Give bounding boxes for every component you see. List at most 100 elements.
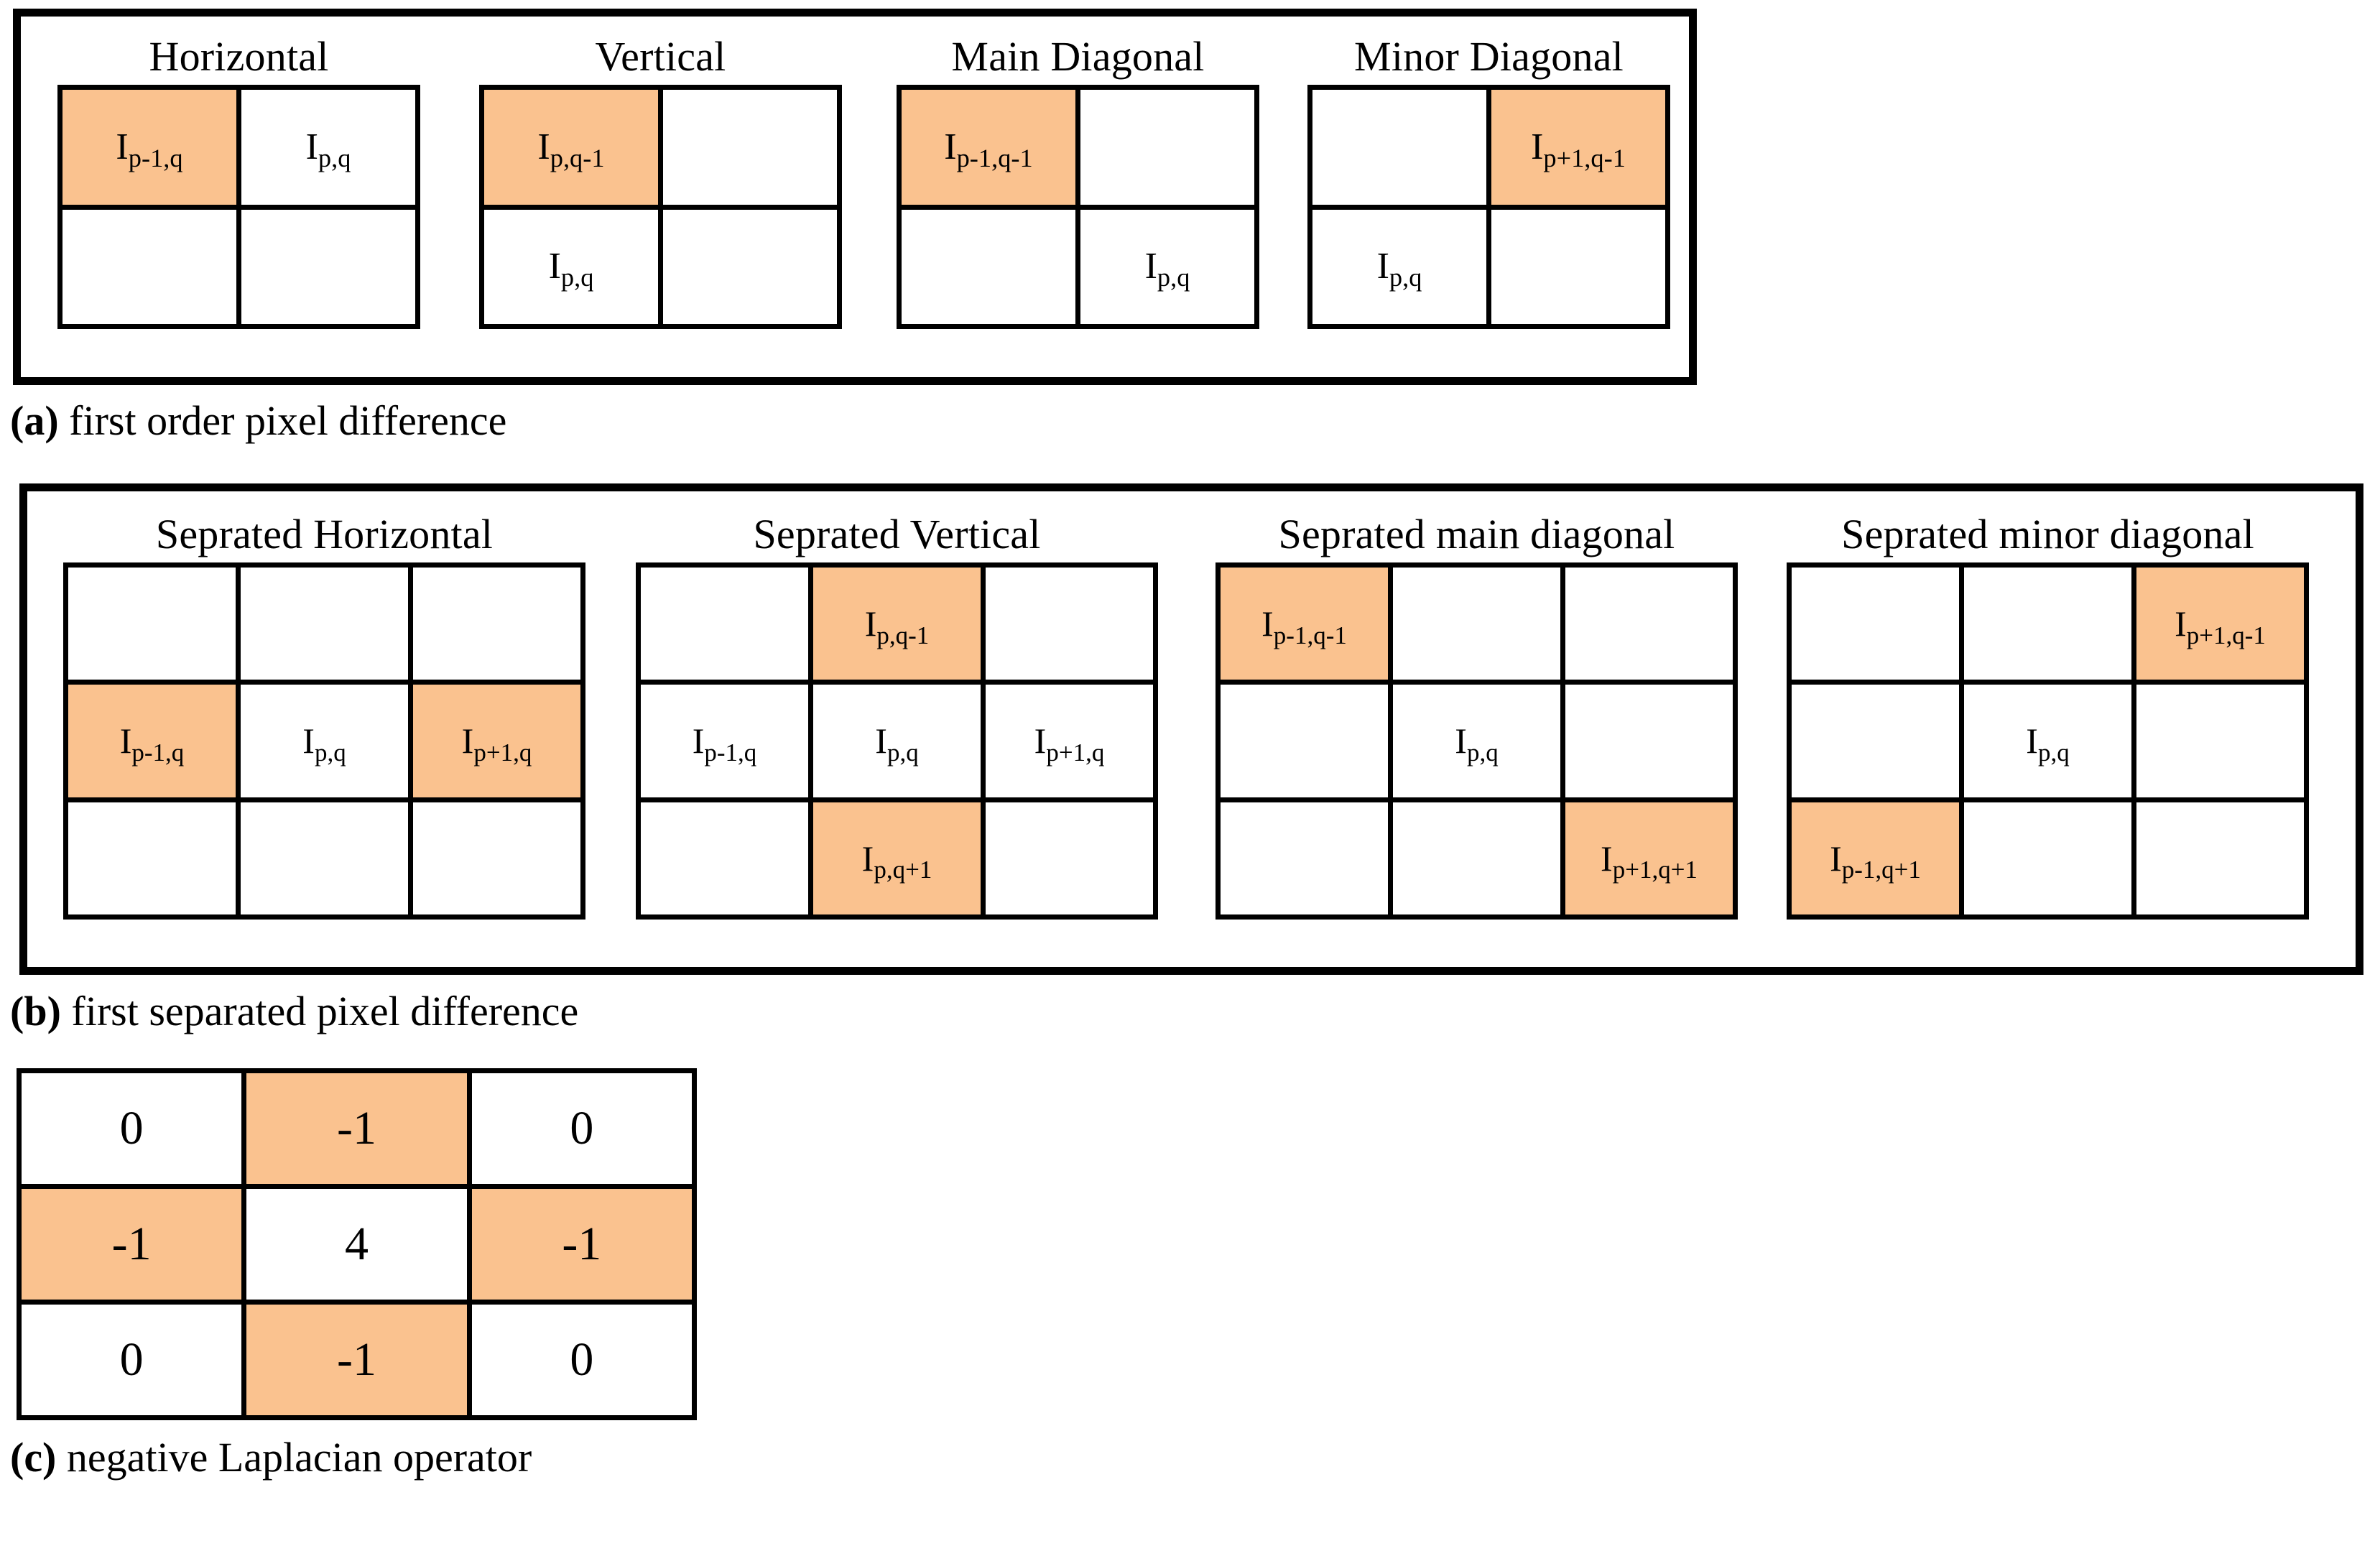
cell-label-base: I (119, 721, 132, 761)
cell-label-subscript: p-1,q+1 (1841, 856, 1921, 884)
matrix-cell: Ip,q (1393, 685, 1560, 797)
matrix-cell: Ip-1,q (62, 90, 236, 205)
cell-label-subscript: p,q (886, 738, 919, 767)
cell-label-subscript: p,q (1157, 263, 1190, 292)
kernel-cell: -1 (22, 1189, 242, 1300)
cell-label: Ip-1,q+1 (1830, 838, 1921, 883)
matrix-cell (241, 209, 415, 324)
cell-label-base: I (548, 246, 561, 287)
matrix-cell (241, 802, 408, 914)
matrix-cell (641, 568, 808, 680)
cell-label: Ip,q (2026, 721, 2069, 765)
matrix-cell: Ip-1,q (641, 685, 808, 797)
matrix-cell: Ip-1,q (68, 685, 236, 797)
matrix-cell: Ip,q-1 (484, 90, 658, 205)
cell-label-base: I (2026, 721, 2038, 761)
group-title-vertical: Vertical (595, 33, 726, 80)
matrix-cell: Ip,q (241, 90, 415, 205)
panel-c-caption-text: negative Laplacian operator (56, 1434, 532, 1481)
matrix-cell: Ip,q (484, 209, 658, 324)
cell-label-subscript: p+1,q+1 (1612, 856, 1698, 884)
matrix-cell: Ip+1,q+1 (1565, 802, 1733, 914)
matrix-cell: Ip,q (1312, 209, 1486, 324)
cell-label-subscript: p,q (318, 143, 351, 172)
cell-label-subscript: p+1,q-1 (2186, 621, 2266, 649)
cell-label-base: I (305, 126, 318, 167)
cell-label-base: I (1531, 126, 1544, 167)
cell-label-base: I (302, 721, 315, 761)
matrix-cell: Ip,q (1080, 209, 1254, 324)
cell-label-base: I (692, 721, 705, 761)
cell-label-subscript: p+1,q (1046, 738, 1105, 767)
cell-label: Ip+1,q+1 (1601, 840, 1698, 883)
matrix-cell: Ip,q+1 (813, 802, 981, 914)
cell-label-base: I (861, 838, 874, 879)
cell-label: Ip,q (305, 126, 351, 171)
group-title-main-diagonal: Main Diagonal (951, 33, 1205, 80)
cell-label-subscript: p,q (1466, 738, 1499, 767)
cell-label-subscript: p,q (314, 738, 346, 767)
panel-b-caption-text: first separated pixel difference (60, 988, 579, 1034)
cell-label-subscript: p,q+1 (874, 856, 932, 884)
cell-label-base: I (1830, 838, 1842, 879)
matrix-cell (413, 802, 580, 914)
cell-label-subscript: p-1,q-1 (1273, 621, 1347, 649)
matrix-grid-horizontal: Ip-1,q Ip,q (57, 85, 420, 329)
cell-label: Ip+1,q (1034, 721, 1105, 765)
matrix-cell (1312, 90, 1486, 205)
kernel-cell: 0 (22, 1073, 242, 1184)
matrix-cell (241, 568, 408, 680)
matrix-cell (663, 209, 837, 324)
panel-b-caption-marker: (b) (10, 988, 61, 1034)
matrix-cell: Ip-1,q+1 (1792, 802, 1959, 914)
cell-label-subscript: p+1,q-1 (1543, 143, 1626, 172)
cell-label-base: I (1261, 603, 1274, 644)
matrix-cell (1221, 685, 1388, 797)
matrix-cell (902, 209, 1075, 324)
cell-label: Ip-1,q (116, 128, 182, 171)
matrix-cell: Ip+1,q-1 (1491, 90, 1665, 205)
cell-label-base: I (461, 721, 474, 761)
cell-label: Ip+1,q-1 (1531, 126, 1626, 171)
cell-label-subscript: p,q (560, 263, 594, 292)
group-title-seprated-horizontal: Seprated Horizontal (155, 511, 494, 557)
matrix-cell: Ip-1,q-1 (1221, 568, 1388, 680)
matrix-cell (62, 209, 236, 324)
cell-label: Ip,q (302, 721, 346, 765)
matrix-cell (1393, 802, 1560, 914)
matrix-cell: Ip+1,q (413, 685, 580, 797)
cell-label: Ip,q (1145, 248, 1190, 291)
group-title-minor-diagonal: Minor Diagonal (1354, 33, 1624, 80)
matrix-cell (1221, 802, 1388, 914)
matrix-cell: Ip-1,q-1 (902, 90, 1075, 205)
cell-label: Ip,q (1377, 248, 1422, 291)
matrix-cell (986, 802, 1153, 914)
group-title-seprated-main-diagonal: Seprated main diagonal (1278, 511, 1675, 557)
cell-label: Ip,q (1455, 721, 1498, 765)
cell-label: Ip,q (548, 246, 594, 291)
cell-label-base: I (537, 126, 550, 167)
panel-a-caption-text: first order pixel difference (58, 397, 507, 444)
matrix-cell: Ip,q (241, 685, 408, 797)
cell-label-subscript: p,q (2037, 738, 2070, 767)
cell-label: Ip,q+1 (861, 838, 932, 883)
cell-label-base: I (2175, 603, 2187, 644)
cell-label-subscript: p,q (1389, 263, 1422, 292)
cell-label-subscript: p-1,q (704, 738, 757, 767)
cell-label-base: I (944, 126, 957, 167)
matrix-cell (1491, 209, 1665, 324)
cell-label-base: I (1455, 721, 1467, 761)
cell-label-base: I (1034, 721, 1047, 761)
cell-label: Ip-1,q-1 (1261, 603, 1347, 648)
